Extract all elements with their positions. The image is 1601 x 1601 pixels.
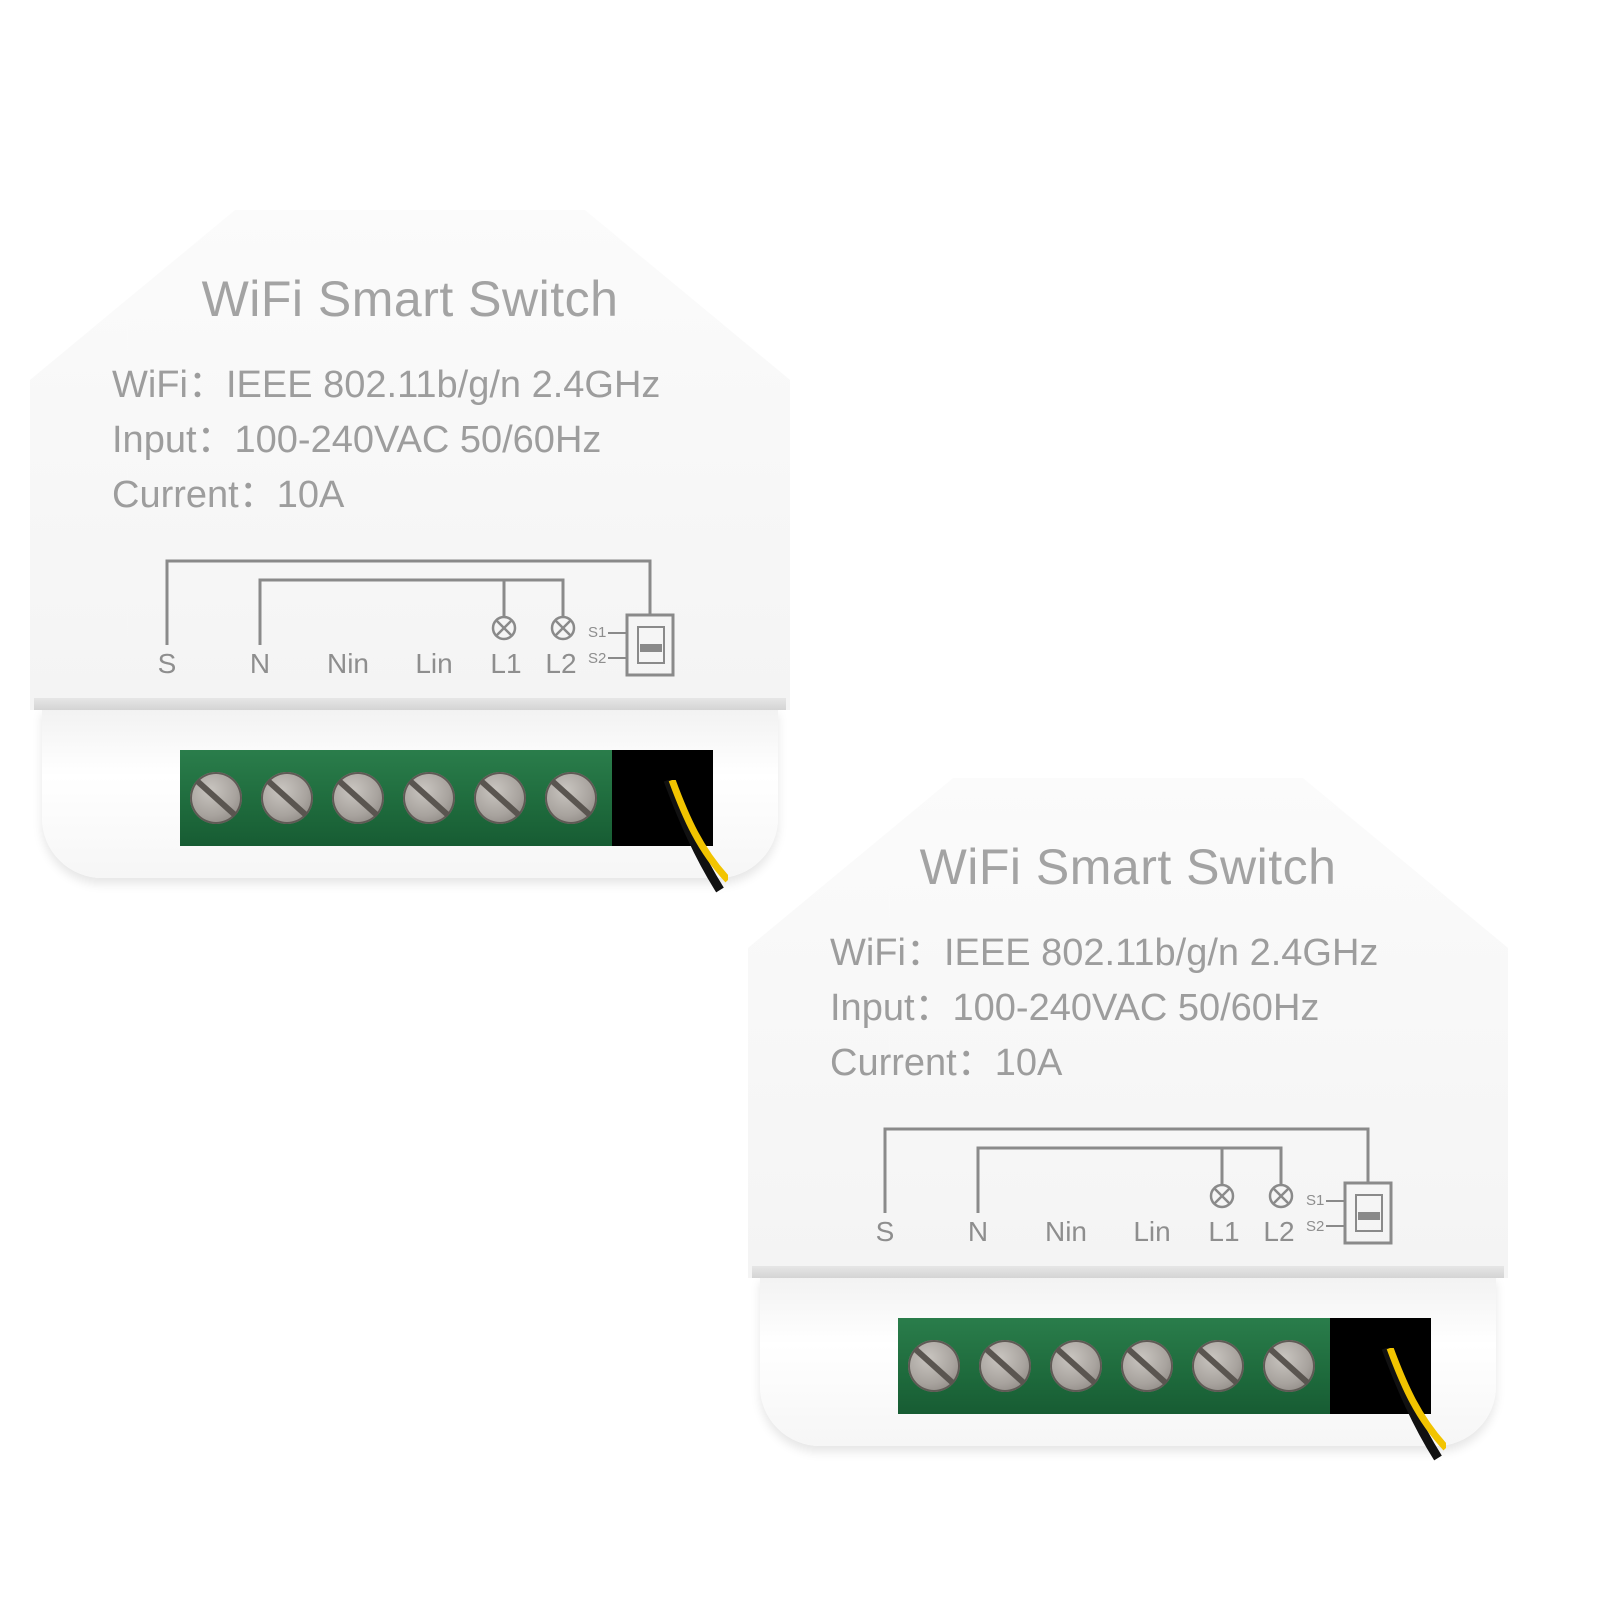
switch-label-s2: S2 — [1306, 1218, 1325, 1235]
terminal-label-l1: L1 — [1208, 1216, 1240, 1247]
screw-terminal — [545, 772, 597, 824]
terminal-strip — [180, 750, 612, 846]
product-title: WiFi Smart Switch — [919, 839, 1337, 895]
smart-switch-module-1: WiFi Smart Switch WiFi：IEEE 802.11b/g/n … — [30, 210, 790, 893]
screw-terminal — [1192, 1340, 1244, 1392]
lamp-l1-icon — [491, 615, 517, 641]
terminal-label-s: S — [157, 648, 177, 679]
screw-terminal — [1121, 1340, 1173, 1392]
terminal-block — [898, 1318, 1446, 1461]
lamp-l2-icon — [1268, 1183, 1294, 1209]
terminal-label-n: N — [249, 648, 271, 679]
wiring-diagram — [883, 1127, 1393, 1245]
terminal-label-l2: L2 — [1263, 1216, 1295, 1247]
screw-terminal — [979, 1340, 1031, 1392]
current-spec: Current：10A — [112, 474, 345, 516]
switch-label-s1: S1 — [588, 624, 607, 641]
screw-terminal — [1050, 1340, 1102, 1392]
antenna-wire — [1381, 1348, 1446, 1461]
screw-terminal — [190, 772, 242, 824]
input-spec: Input：100-240VAC 50/60Hz — [830, 987, 1320, 1029]
screw-terminal — [403, 772, 455, 824]
terminal-label-nin: Nin — [1044, 1216, 1087, 1247]
smart-switch-module-2: WiFi Smart Switch WiFi：IEEE 802.11b/g/n … — [748, 778, 1508, 1461]
current-spec: Current：10A — [830, 1042, 1063, 1084]
terminal-label-n: N — [967, 1216, 989, 1247]
switch-label-s1: S1 — [1306, 1192, 1325, 1209]
terminal-label-nin: Nin — [326, 648, 369, 679]
lamp-l1-icon — [1209, 1183, 1235, 1209]
antenna-wire — [663, 780, 728, 893]
product-title: WiFi Smart Switch — [201, 271, 619, 327]
terminal-label-l2: L2 — [545, 648, 577, 679]
input-spec: Input：100-240VAC 50/60Hz — [112, 419, 602, 461]
housing-seam — [752, 1266, 1504, 1278]
terminal-label-lin: Lin — [1133, 1216, 1171, 1247]
terminal-block — [180, 750, 728, 893]
screw-terminal — [261, 772, 313, 824]
wifi-spec: WiFi：IEEE 802.11b/g/n 2.4GHz — [830, 932, 1379, 974]
wifi-spec: WiFi：IEEE 802.11b/g/n 2.4GHz — [112, 364, 661, 406]
switch-label-s2: S2 — [588, 650, 607, 667]
terminal-label-lin: Lin — [415, 648, 453, 679]
screw-terminal — [1263, 1340, 1315, 1392]
terminal-label-s: S — [875, 1216, 895, 1247]
screw-terminal — [908, 1340, 960, 1392]
wiring-diagram — [165, 559, 675, 677]
lamp-l2-icon — [550, 615, 576, 641]
screw-terminal — [332, 772, 384, 824]
terminal-strip — [898, 1318, 1330, 1414]
housing-seam — [34, 698, 786, 710]
screw-terminal — [474, 772, 526, 824]
terminal-label-l1: L1 — [490, 648, 522, 679]
